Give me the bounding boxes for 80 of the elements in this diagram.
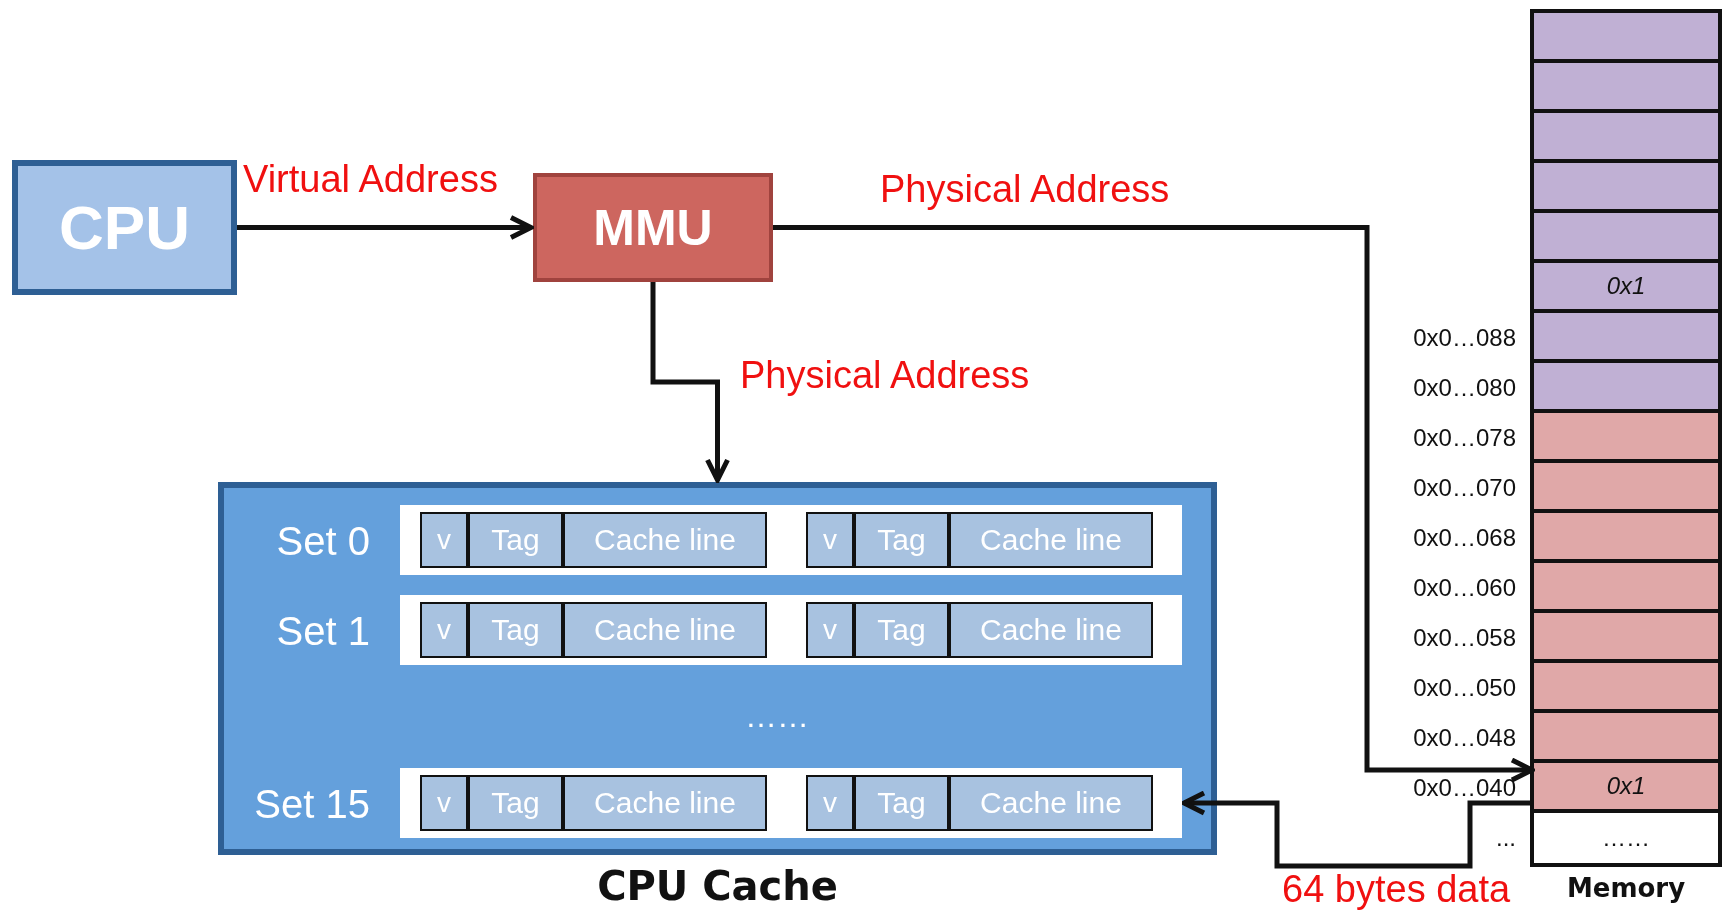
- cache-line-cell: [563, 512, 767, 568]
- address-label: 0x0…050: [1413, 676, 1516, 700]
- tag-cell: [854, 602, 949, 658]
- arrow: [237, 215, 534, 240]
- cell-text: Cache line: [594, 615, 736, 645]
- valid-bit-cell: [806, 602, 854, 658]
- cache-line-cell: [563, 602, 767, 658]
- address-label: 0x0…070: [1413, 476, 1516, 500]
- memory-heading: Memory: [1565, 875, 1687, 901]
- set-label: Set 1: [276, 611, 370, 651]
- cell-text: Cache line: [980, 615, 1122, 645]
- address-label: 0x0…040: [1413, 776, 1516, 800]
- cache-entry: [806, 602, 1153, 658]
- tag-cell: [468, 602, 563, 658]
- cell-text: Tag: [491, 788, 540, 818]
- cache-line-cell: [949, 512, 1153, 568]
- cell-text: Cache line: [594, 525, 736, 555]
- cell-text: v: [437, 789, 451, 817]
- address-label: 0x0…060: [1413, 576, 1516, 600]
- tag-cell: [468, 775, 563, 831]
- valid-bit-cell: [420, 775, 468, 831]
- arrow: [773, 225, 1535, 783]
- cell-text: Tag: [877, 788, 926, 818]
- ellipsis-label: ……: [745, 700, 809, 732]
- address-label: 0x0…068: [1413, 526, 1516, 550]
- tag-cell: [468, 512, 563, 568]
- cell-text: v: [823, 789, 837, 817]
- address-label: 0x0…080: [1413, 376, 1516, 400]
- cache-entry: [420, 602, 767, 658]
- cell-text: v: [823, 616, 837, 644]
- memory-cell: [1534, 63, 1718, 113]
- memory-cell: [1534, 13, 1718, 63]
- valid-bit-cell: [806, 512, 854, 568]
- address-label: 0x0…088: [1413, 326, 1516, 350]
- valid-bit-cell: [420, 512, 468, 568]
- cell-text: Tag: [491, 525, 540, 555]
- cell-text: v: [437, 526, 451, 554]
- edge-label: 64 bytes data: [1282, 870, 1511, 908]
- address-label: 0x0…048: [1413, 726, 1516, 750]
- memory-cell: [1534, 263, 1718, 313]
- cache-entry: [420, 775, 767, 831]
- edge-label: Virtual Address: [243, 160, 498, 198]
- set-label: Set 15: [254, 784, 370, 824]
- cell-text: v: [437, 616, 451, 644]
- set-label: Set 0: [276, 521, 370, 561]
- cache-entry: [806, 512, 1153, 568]
- edge-label: Physical Address: [740, 356, 1030, 394]
- address-label: 0x0…078: [1413, 426, 1516, 450]
- address-label: 0x0…058: [1413, 626, 1516, 650]
- arrow: [650, 282, 730, 483]
- cell-value: 0x1: [1606, 274, 1646, 298]
- cell-value: ……: [1602, 826, 1650, 850]
- cell-text: Cache line: [594, 788, 736, 818]
- tag-cell: [854, 775, 949, 831]
- memory-cell: [1534, 163, 1718, 213]
- processor-box: [12, 160, 237, 295]
- cell-text: Tag: [877, 615, 926, 645]
- cell-text: Cache line: [980, 788, 1122, 818]
- tag-cell: [854, 512, 949, 568]
- cell-text: Tag: [491, 615, 540, 645]
- cell-text: Tag: [877, 525, 926, 555]
- cache-entry: [806, 775, 1153, 831]
- cache-line-cell: [949, 775, 1153, 831]
- arrow: [1181, 790, 1532, 869]
- cell-value: 0x1: [1606, 774, 1646, 798]
- cache-entry: [420, 512, 767, 568]
- box-label: MMU: [593, 202, 713, 253]
- valid-bit-cell: [806, 775, 854, 831]
- cache-line-cell: [949, 602, 1153, 658]
- edge-label: Physical Address: [880, 170, 1170, 208]
- memory-cell: [1534, 113, 1718, 163]
- cache-heading: CPU Cache: [596, 866, 839, 906]
- cell-text: Cache line: [980, 525, 1122, 555]
- valid-bit-cell: [420, 602, 468, 658]
- address-label: ...: [1496, 826, 1516, 850]
- mmu-box: [533, 173, 773, 282]
- cache-line-cell: [563, 775, 767, 831]
- box-label: CPU: [59, 196, 190, 259]
- cell-text: v: [823, 526, 837, 554]
- memory-cell: [1534, 213, 1718, 263]
